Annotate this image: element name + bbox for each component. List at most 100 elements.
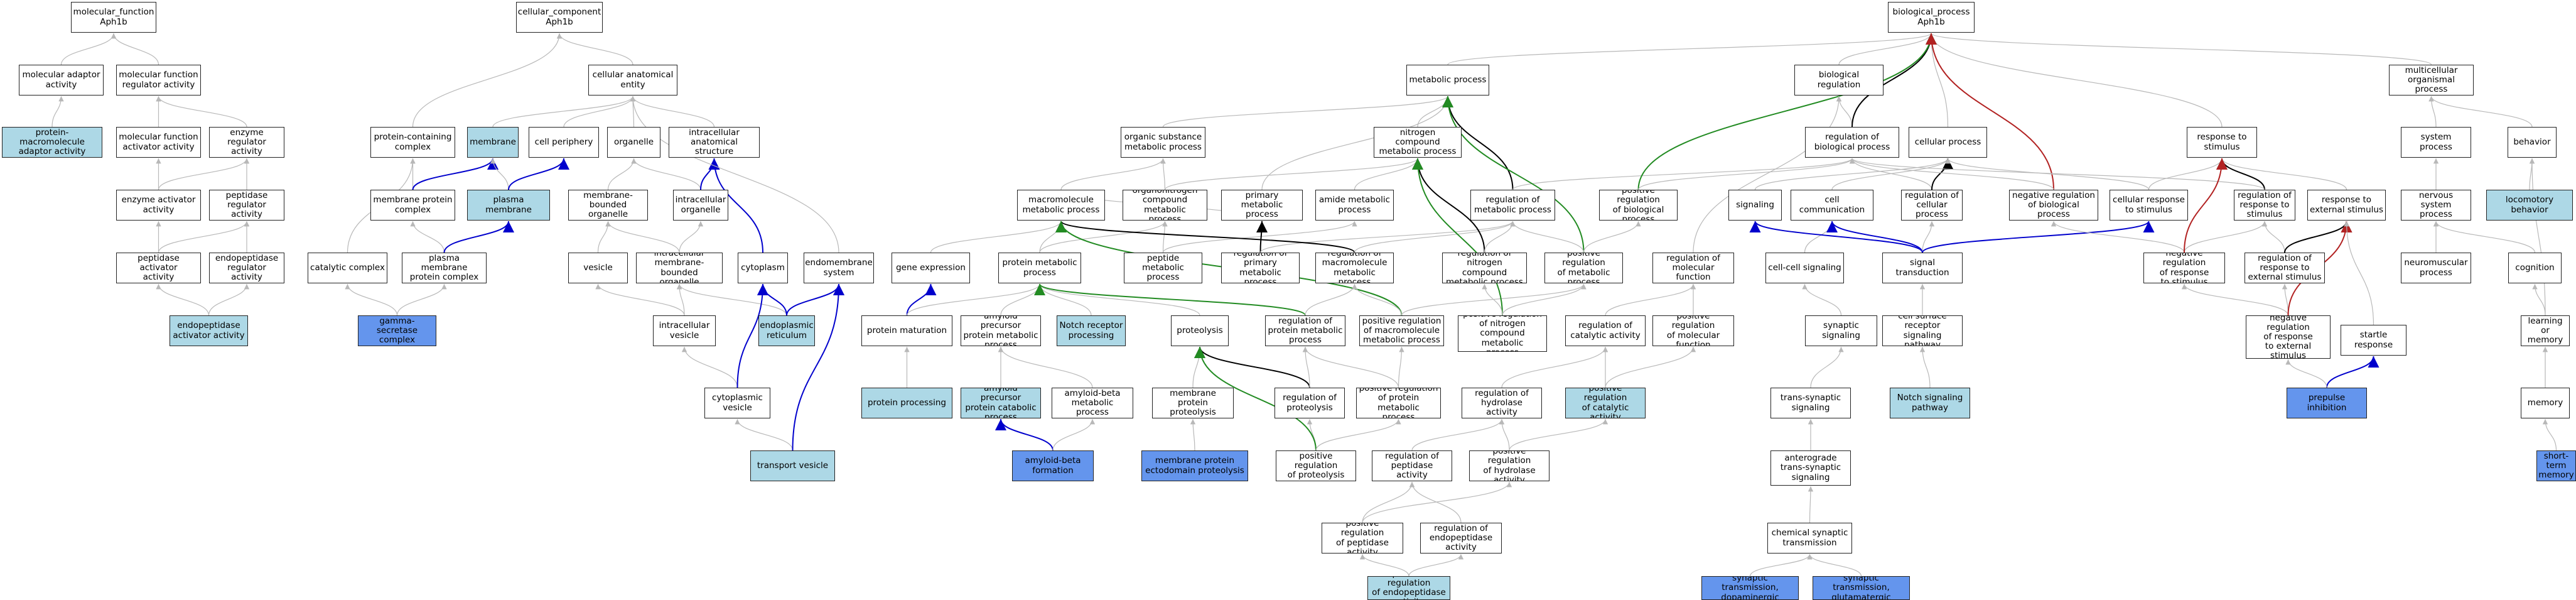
edge-eaa-to-era bbox=[158, 158, 250, 190]
edge-cae-to-cc bbox=[556, 33, 633, 65]
edge-nrbp-to-bp bbox=[1926, 33, 2054, 190]
edge-cper-to-cae bbox=[563, 95, 636, 128]
edge-stglu-to-chst bbox=[1807, 554, 1862, 577]
edge-beh-to-mop bbox=[2428, 95, 2533, 128]
term-node-stdop: synaptic transmission, dopaminergic bbox=[1701, 576, 1799, 600]
term-node-ropmp2: regulation of protein metabolic process bbox=[1265, 315, 1345, 346]
edge-ias-to-cae bbox=[630, 95, 715, 128]
term-node-mpc: membrane protein complex bbox=[370, 190, 455, 221]
edge-ropa-to-rohda bbox=[1411, 418, 1505, 451]
edge-pmpc-to-mpc bbox=[410, 221, 445, 253]
edge-pmat-to-protmp bbox=[906, 283, 1043, 316]
term-node-pm: plasma membrane bbox=[467, 190, 550, 221]
term-node-mfra: molecular function regulator activity bbox=[116, 65, 201, 95]
term-node-sysp: system process bbox=[2401, 127, 2471, 158]
term-node-pmpc: plasma membrane protein complex bbox=[402, 253, 487, 283]
edge-robp-to-bp bbox=[1851, 33, 1937, 128]
term-node-rop: regulation of proteolysis bbox=[1275, 388, 1345, 418]
edge-ge-to-mmp bbox=[930, 221, 1064, 253]
term-node-mad: molecular adaptor activity bbox=[19, 65, 104, 95]
term-node-ves: vesicle bbox=[568, 253, 628, 283]
edge-ss-to-ccs bbox=[1802, 283, 1842, 316]
term-node-abf: amyloid-beta formation bbox=[1012, 450, 1094, 481]
term-node-csrsp: cell surface receptor signaling pathway bbox=[1882, 315, 1963, 346]
edge-mad-to-mf bbox=[60, 33, 117, 65]
edge-rrts-to-rts bbox=[2216, 158, 2265, 190]
edge-protmp-to-mmp bbox=[1039, 221, 1064, 253]
edge-prot-to-protmp bbox=[1037, 283, 1200, 316]
edge-prmp-to-metp bbox=[1442, 95, 1585, 253]
term-node-prpmp: positive regulation of protein metabolic… bbox=[1356, 388, 1441, 418]
term-node-prmf: positive regulation of molecular functio… bbox=[1652, 315, 1734, 346]
term-node-lom: learning or memory bbox=[2521, 315, 2570, 346]
term-node-prmp: positive regulation of metabolic process bbox=[1544, 253, 1623, 283]
term-node-crts: cellular response to stimulus bbox=[2110, 190, 2188, 221]
edge-appcp-to-protmp bbox=[1000, 283, 1043, 316]
term-node-pp: protein processing bbox=[861, 388, 952, 418]
term-node-rrtes: regulation of response to external stimu… bbox=[2245, 253, 2325, 283]
edge-mpp-to-prot bbox=[1192, 346, 1203, 388]
edge-crts-to-cp bbox=[1945, 158, 2150, 190]
edge-prca-to-prmf bbox=[1605, 346, 1696, 388]
edge-stm-to-memo bbox=[2542, 418, 2557, 451]
term-node-stm: short-term memory bbox=[2536, 450, 2576, 481]
edge-ppi-to-nrrtes bbox=[2285, 359, 2327, 388]
edge-prha-to-rohda bbox=[1499, 418, 1510, 451]
term-node-mpp: membrane protein proteolysis bbox=[1152, 388, 1234, 418]
edge-sig-to-cp bbox=[1754, 158, 1951, 190]
term-node-ss: synaptic signaling bbox=[1805, 315, 1877, 346]
edge-prmacmp-to-romacmp bbox=[1352, 283, 1403, 316]
edge-romacmp-to-romp bbox=[1354, 221, 1516, 253]
edge-imbo-to-io bbox=[679, 221, 704, 253]
term-node-prmacmp: positive regulation of macromolecule met… bbox=[1359, 315, 1444, 346]
edge-rts-to-bp bbox=[1928, 33, 2223, 128]
term-node-st: signal transduction bbox=[1882, 253, 1963, 283]
edge-prmp-to-prbp bbox=[1583, 221, 1641, 253]
term-node-org: organelle bbox=[607, 127, 660, 158]
edge-st-to-crts bbox=[1922, 221, 2155, 253]
term-node-cae: cellular anatomical entity bbox=[588, 65, 677, 95]
edge-robp-to-breg bbox=[1836, 95, 1853, 128]
edge-cog-to-nsp bbox=[2433, 221, 2536, 253]
term-node-romacmp: regulation of macromolecule metabolic pr… bbox=[1315, 253, 1394, 283]
edge-sr-to-rtes bbox=[2344, 221, 2374, 325]
term-node-nsp: nervous system process bbox=[2401, 190, 2471, 221]
edge-protmp-to-oncmp bbox=[1039, 221, 1168, 253]
term-node-nrrtes: negative regulation of response to exter… bbox=[2246, 315, 2331, 359]
term-node-mpep: membrane protein ectodomain proteolysis bbox=[1141, 450, 1248, 481]
edge-chst-to-atss bbox=[1808, 486, 1814, 523]
term-node-mf: molecular_function Aph1b bbox=[71, 2, 156, 33]
edge-prmacmp-to-prmp bbox=[1401, 283, 1587, 316]
term-node-ppi: prepulse inhibition bbox=[2287, 388, 2367, 418]
edge-ves-to-mbo bbox=[597, 221, 611, 253]
edge-nrrts-to-rts bbox=[2184, 158, 2228, 253]
edge-era-to-mfra bbox=[156, 95, 247, 128]
edge-locb-to-beh bbox=[2529, 158, 2535, 190]
edge-stdop-to-chst bbox=[1749, 554, 1813, 577]
term-node-tss: trans-synaptic signaling bbox=[1770, 388, 1851, 418]
edge-nrrtes-to-nrrts bbox=[2181, 283, 2289, 316]
edge-oncmp-to-osmp bbox=[1160, 158, 1166, 190]
term-node-rocata: regulation of catalytic activity bbox=[1565, 315, 1646, 346]
edge-prpmp-to-ropmp2 bbox=[1302, 346, 1399, 388]
edge-ropmp-to-romp bbox=[1259, 221, 1516, 253]
term-node-gsc: gamma-secretase complex bbox=[358, 315, 436, 346]
term-node-epaa: endopeptidase activator activity bbox=[170, 315, 248, 346]
edge-prpmp-to-prmacmp bbox=[1398, 346, 1404, 388]
term-node-sr: startle response bbox=[2341, 325, 2406, 356]
edge-mpep-to-mpp bbox=[1190, 418, 1196, 451]
term-node-cv: cytoplasmic vesicle bbox=[704, 388, 770, 418]
edge-st-to-ccom bbox=[1826, 221, 1923, 253]
edge-gsc-to-pmpc bbox=[396, 283, 447, 316]
term-node-paa: peptidase activator activity bbox=[116, 253, 201, 283]
edge-cp-to-bp bbox=[1928, 33, 1949, 128]
edge-rrts-to-robp bbox=[1850, 158, 2265, 190]
edge-metp-to-bp bbox=[1447, 33, 1934, 65]
edge-mop-to-bp bbox=[1929, 33, 2432, 65]
term-node-er: endoplasmic reticulum bbox=[758, 315, 815, 346]
term-node-pmetp: primary metabolic process bbox=[1221, 190, 1303, 221]
term-node-sig: signaling bbox=[1728, 190, 1782, 221]
edge-prea-to-roea bbox=[1408, 554, 1464, 577]
term-node-imbo: intracellular membrane-bounded organelle bbox=[636, 253, 723, 283]
